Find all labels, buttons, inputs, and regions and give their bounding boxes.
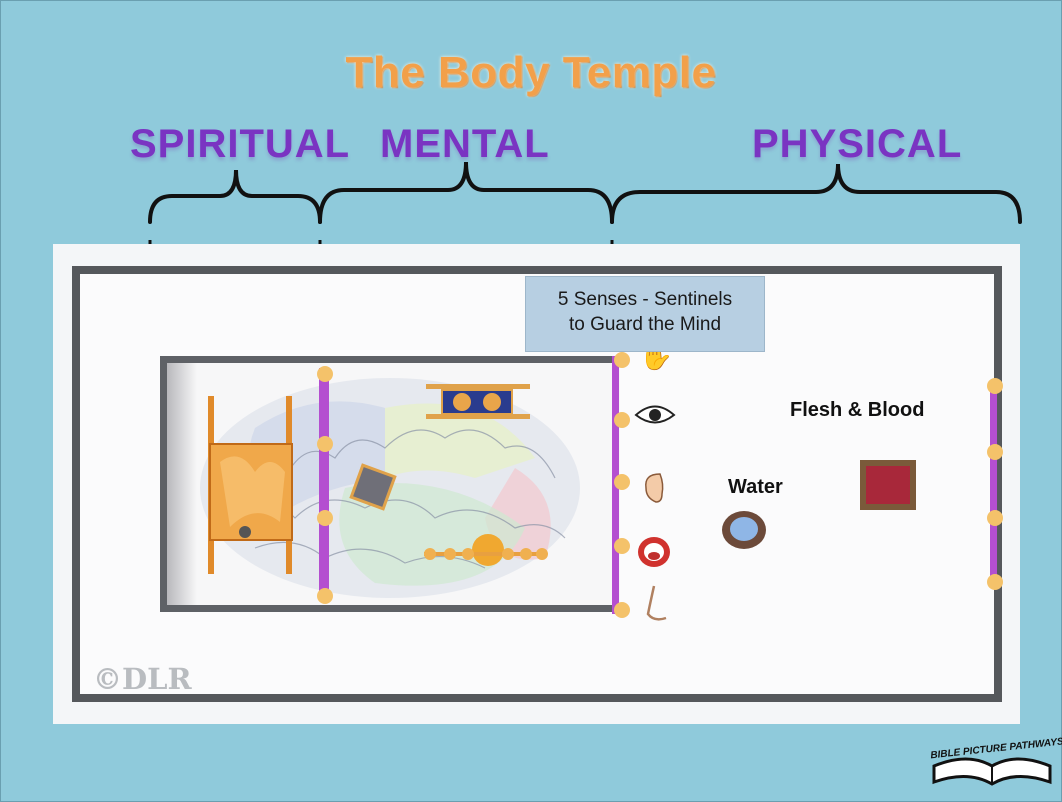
brace-physical [612,164,1020,222]
outer-court-gate [980,376,1010,596]
eye-icon [634,400,676,430]
callout-line-1: 5 Senses - Sentinels [526,287,764,312]
brace-spiritual [150,170,320,222]
laver [718,508,770,552]
flesh-blood-label: Flesh & Blood [790,399,924,422]
water-label: Water [728,476,783,499]
ark-of-covenant [200,392,300,578]
copyright-watermark: ©DLR [93,662,192,696]
inner-veil [305,360,345,610]
brazen-altar [856,456,920,514]
tent-shadow [167,363,197,605]
table-of-showbread [422,380,534,424]
golden-lampstand [420,530,550,580]
ear-icon [640,470,668,506]
mouth-icon [636,534,672,570]
callout-line-2: to Guard the Mind [526,312,764,337]
brace-mental [320,162,612,222]
nose-icon [644,584,670,624]
senses-callout: 5 Senses - Sentinels to Guard the Mind [525,276,765,352]
outer-veil [600,348,640,620]
altar-of-incense [346,462,402,512]
